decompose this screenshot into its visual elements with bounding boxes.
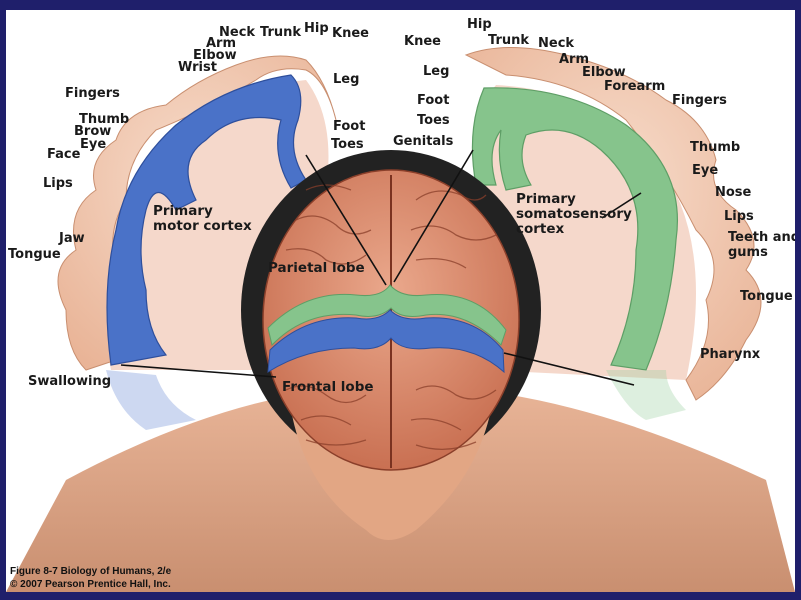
label-toes-motor: Toes (331, 137, 364, 152)
label-lips-sensory: Lips (724, 209, 754, 224)
label-tongue-motor: Tongue (8, 247, 61, 262)
label-wrist-motor: Wrist (178, 60, 217, 75)
label-neck-motor: Neck (219, 25, 256, 40)
label-primary-motor-2: motor cortex (153, 218, 252, 234)
label-arm-motor: Arm (206, 36, 237, 51)
label-brow-motor: Brow (74, 124, 112, 139)
label-primary-motor-1: Primary (153, 203, 213, 219)
label-trunk-motor: Trunk (260, 25, 302, 40)
label-thumb-sensory: Thumb (690, 140, 741, 155)
label-elbow-motor: Elbow (193, 48, 237, 63)
label-foot-sensory: Foot (417, 93, 450, 108)
brain-motor-strip (267, 309, 505, 374)
label-frontal-lobe: Frontal lobe (282, 379, 374, 395)
figure-caption-line2: © 2007 Pearson Prentice Hall, Inc. (10, 579, 171, 590)
label-leg-sensory: Leg (423, 64, 450, 79)
label-lips-motor: Lips (43, 176, 73, 191)
label-foot-motor: Foot (333, 119, 366, 134)
label-elbow-sensory: Elbow (582, 65, 626, 80)
label-toes-sensory: Toes (417, 113, 450, 128)
label-neck-sensory: Neck (538, 36, 575, 51)
sensory-cortex-band (471, 87, 678, 371)
label-eye-sensory: Eye (692, 163, 719, 178)
label-eye-motor: Eye (80, 137, 107, 152)
label-face-motor: Face (47, 147, 81, 162)
label-teeth-sensory-2: gums (728, 245, 768, 260)
homunculus-illustration (6, 47, 795, 592)
label-teeth-sensory-1: Teeth and (728, 230, 795, 245)
label-thumb-motor: Thumb (79, 112, 130, 127)
figure-panel: Neck Trunk Hip Knee Arm Elbow Wrist Leg … (6, 10, 795, 592)
label-swallowing: Swallowing (28, 374, 112, 389)
label-forearm-sensory: Forearm (604, 79, 666, 94)
label-nose-sensory: Nose (715, 185, 752, 200)
brain-sensory-strip (267, 284, 507, 347)
label-arm-sensory: Arm (559, 52, 590, 67)
label-primary-sensory-2: somatosensory (516, 206, 632, 222)
motor-cortex-band (106, 74, 307, 366)
label-primary-sensory-1: Primary (516, 191, 576, 207)
label-knee-sensory: Knee (404, 34, 441, 49)
label-trunk-sensory: Trunk (488, 33, 530, 48)
label-fingers-motor: Fingers (65, 86, 120, 101)
label-jaw-motor: Jaw (59, 231, 85, 246)
label-hip-motor: Hip (304, 21, 329, 36)
label-pharynx-sensory: Pharynx (700, 347, 761, 362)
label-knee-motor: Knee (332, 26, 369, 41)
label-fingers-sensory: Fingers (672, 93, 727, 108)
figure-caption-line1: Figure 8-7 Biology of Humans, 2/e (10, 566, 172, 577)
label-hip-sensory: Hip (467, 17, 492, 32)
label-primary-sensory-3: cortex (516, 221, 565, 237)
label-leg-motor: Leg (333, 72, 360, 87)
label-parietal-lobe: Parietal lobe (268, 260, 365, 276)
label-tongue-sensory: Tongue (740, 289, 793, 304)
label-genitals-sensory: Genitals (393, 134, 454, 149)
